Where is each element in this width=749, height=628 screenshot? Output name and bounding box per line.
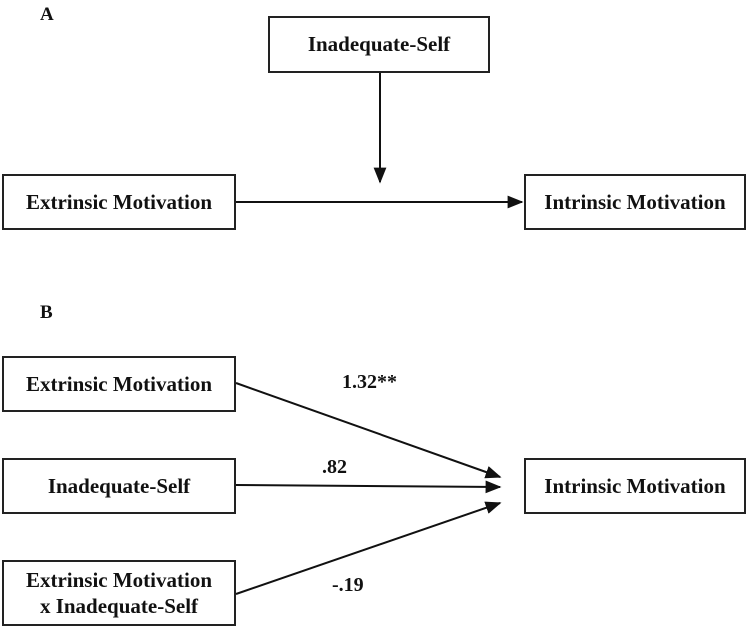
coef-predictor-2: .82 xyxy=(322,456,347,478)
outcome-box-b: Intrinsic Motivation xyxy=(524,458,746,514)
outcome-text-a: Intrinsic Motivation xyxy=(544,189,726,214)
predictor-box: Extrinsic Motivation xyxy=(2,174,236,230)
coef-predictor-1: 1.32** xyxy=(342,371,397,393)
predictor-1-text: Extrinsic Motivation xyxy=(25,371,213,396)
interaction-box: Extrinsic Motivation x Inadequate-Self xyxy=(2,560,236,626)
moderator-box: Inadequate-Self xyxy=(268,16,490,73)
interaction-text-line1: Extrinsic Motivation xyxy=(25,567,213,592)
panel-a-label: A xyxy=(40,4,54,25)
panel-b-label: B xyxy=(40,302,53,323)
path-interaction-arrow xyxy=(235,501,502,595)
predictor-2-text: Inadequate-Self xyxy=(47,473,191,498)
moderator-text: Inadequate-Self xyxy=(307,32,451,57)
coef-interaction: -.19 xyxy=(332,574,364,596)
outcome-text-b: Intrinsic Motivation xyxy=(544,473,726,498)
interaction-text-line2: x Inadequate-Self xyxy=(39,594,199,618)
path-predictor-1-arrow xyxy=(235,382,502,479)
predictor-text: Extrinsic Motivation xyxy=(25,189,213,214)
predictor-1-box: Extrinsic Motivation xyxy=(2,356,236,412)
outcome-box-a: Intrinsic Motivation xyxy=(524,174,746,230)
path-predictor-2-arrow xyxy=(235,480,502,494)
predictor-2-box: Inadequate-Self xyxy=(2,458,236,514)
